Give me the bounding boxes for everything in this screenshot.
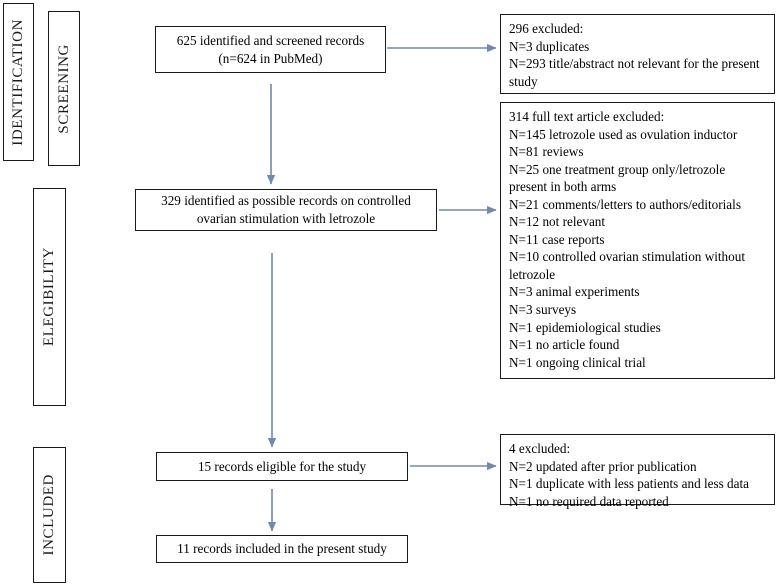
node-possible-line-1: 329 identified as possible records on co… bbox=[161, 193, 411, 209]
node-excluded-fulltext-item-1: N=81 reviews bbox=[509, 144, 584, 160]
node-excluded-screening-item-1: N=293 title/abstract not relevant for th… bbox=[509, 56, 760, 89]
node-excluded-fulltext-item-8: N=3 surveys bbox=[509, 302, 577, 318]
stage-box-included: INCLUDED bbox=[33, 447, 66, 583]
node-possible-records-text: 329 identified as possible records on co… bbox=[161, 192, 411, 227]
node-excluded-fulltext-item-4: N=12 not relevant bbox=[509, 214, 606, 230]
node-identified-line-2: (n=624 in PubMed) bbox=[218, 50, 323, 66]
node-excluded-eligible-heading: 4 excluded: bbox=[509, 441, 571, 456]
node-identified-line-1: 625 identified and screened records bbox=[176, 32, 365, 48]
node-excluded-fulltext-heading: 314 full text article excluded: bbox=[509, 109, 665, 124]
node-possible-records: 329 identified as possible records on co… bbox=[135, 189, 437, 231]
node-excluded-fulltext-item-6: N=10 controlled ovarian stimulation with… bbox=[509, 249, 745, 282]
node-excluded-screening-item-0: N=3 duplicates bbox=[509, 38, 590, 54]
node-excluded-eligible-item-2: N=1 no required data reported bbox=[509, 493, 669, 509]
node-excluded-eligible-item-1: N=1 duplicate with less patients and les… bbox=[509, 476, 749, 492]
node-eligible-records: 15 records eligible for the study bbox=[156, 452, 408, 481]
stage-box-identification: IDENTIFICATION bbox=[3, 3, 34, 161]
node-excluded-fulltext-item-10: N=1 no article found bbox=[509, 337, 620, 353]
stage-box-screening: SCREENING bbox=[48, 11, 80, 166]
node-excluded-fulltext-item-9: N=1 epidemiological studies bbox=[509, 319, 661, 335]
node-included-text: 11 records included in the present study bbox=[177, 541, 387, 557]
node-identified-records-text: 625 identified and screened records (n=6… bbox=[177, 32, 364, 67]
node-identified-records: 625 identified and screened records (n=6… bbox=[155, 26, 386, 73]
node-excluded-fulltext-item-7: N=3 animal experiments bbox=[509, 284, 640, 300]
node-excluded-fulltext-item-2: N=25 one treatment group only/letrozole … bbox=[509, 161, 726, 195]
node-excluded-fulltext-item-3: N=21 comments/letters to authors/editori… bbox=[509, 196, 741, 212]
stage-box-elegibility: ELEGIBILITY bbox=[33, 188, 66, 406]
node-excluded-eligible: 4 excluded: N=2 updated after prior publ… bbox=[500, 434, 775, 509]
node-excluded-eligible-item-0: N=2 updated after prior publication bbox=[509, 458, 697, 474]
node-excluded-screening: 296 excluded: N=3 duplicates N=293 title… bbox=[500, 14, 775, 94]
node-excluded-fulltext: 314 full text article excluded: N=145 le… bbox=[500, 102, 775, 379]
node-possible-line-2: ovarian stimulation with letrozole bbox=[196, 211, 376, 226]
node-excluded-fulltext-item-11: N=1 ongoing clinical trial bbox=[509, 354, 646, 370]
node-excluded-screening-heading: 296 excluded: bbox=[509, 21, 584, 36]
node-eligible-text: 15 records eligible for the study bbox=[197, 458, 367, 474]
node-included-records: 11 records included in the present study bbox=[156, 535, 408, 563]
node-excluded-fulltext-item-0: N=145 letrozole used as ovulation induct… bbox=[509, 126, 738, 142]
node-excluded-fulltext-item-5: N=11 case reports bbox=[509, 231, 605, 247]
